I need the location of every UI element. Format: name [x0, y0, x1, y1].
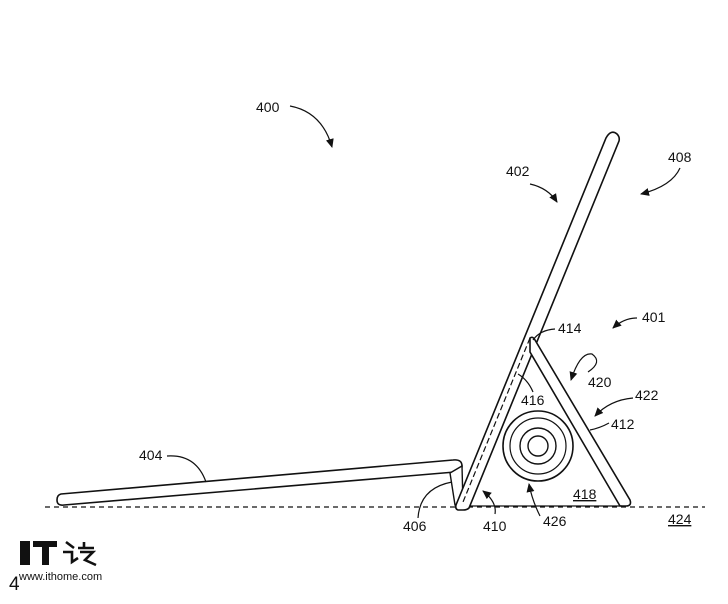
label-416: 416	[521, 392, 545, 408]
label-418: 418	[573, 486, 597, 502]
leader-410	[482, 490, 496, 515]
support-leg	[529, 336, 632, 507]
inner-dashed-line	[462, 337, 531, 503]
leader-402	[529, 183, 558, 203]
watermark-url: www.ithome.com	[18, 571, 102, 583]
leader-426	[526, 483, 541, 517]
leader-406	[417, 481, 453, 519]
label-404: 404	[139, 447, 163, 463]
leader-422	[594, 397, 634, 417]
label-401: 401	[642, 309, 666, 325]
label-406: 406	[403, 518, 427, 534]
speaker-ring	[509, 417, 567, 475]
speaker-middle	[519, 427, 557, 465]
keyboard-body	[56, 459, 463, 506]
display-slab	[454, 131, 621, 511]
speaker-center	[527, 435, 549, 457]
label-426: 426	[543, 513, 567, 529]
ithome-logo	[20, 540, 97, 567]
label-402: 402	[506, 163, 530, 179]
leader-401	[612, 317, 638, 329]
leader-400	[289, 105, 334, 148]
leader-416	[517, 373, 534, 393]
label-414: 414	[558, 320, 582, 336]
label-408: 408	[668, 149, 692, 165]
leader-408	[640, 167, 681, 196]
leader-412	[589, 422, 610, 431]
leader-414	[532, 328, 556, 341]
label-422: 422	[635, 387, 659, 403]
speaker-outer	[502, 410, 574, 482]
label-412: 412	[611, 416, 635, 432]
label-410: 410	[483, 518, 507, 534]
page-number: 4	[9, 574, 20, 595]
label-424: 424	[668, 511, 692, 527]
label-400: 400	[256, 99, 280, 115]
leader-404	[166, 455, 207, 483]
label-420: 420	[588, 374, 612, 390]
leader-420	[569, 353, 598, 381]
